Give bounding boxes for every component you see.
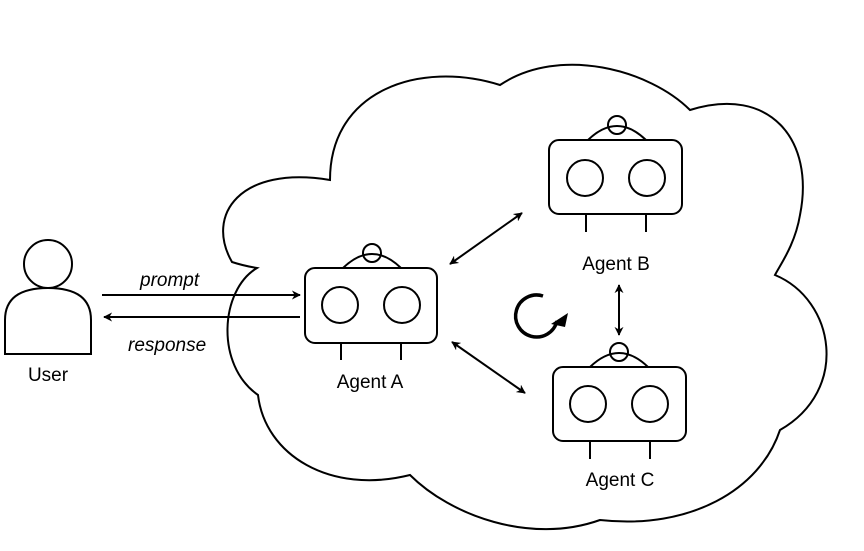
- user-label: User: [28, 365, 69, 386]
- agent-a-label: Agent A: [337, 372, 404, 393]
- agent-b-robot-icon: [548, 115, 683, 232]
- circular-arrow-icon: [513, 293, 568, 339]
- agent-c-robot-icon: [552, 342, 687, 459]
- cloud-boundary: [222, 63, 828, 531]
- user-icon: [4, 239, 92, 355]
- agent-a-robot-icon: [304, 243, 438, 360]
- agent-a-c-arrow: [451, 341, 526, 394]
- prompt-label: prompt: [139, 270, 200, 291]
- agent-a-b-arrow: [449, 212, 523, 265]
- response-label: response: [128, 335, 206, 356]
- agent-c-label: Agent C: [586, 470, 655, 491]
- agent-b-label: Agent B: [582, 254, 650, 275]
